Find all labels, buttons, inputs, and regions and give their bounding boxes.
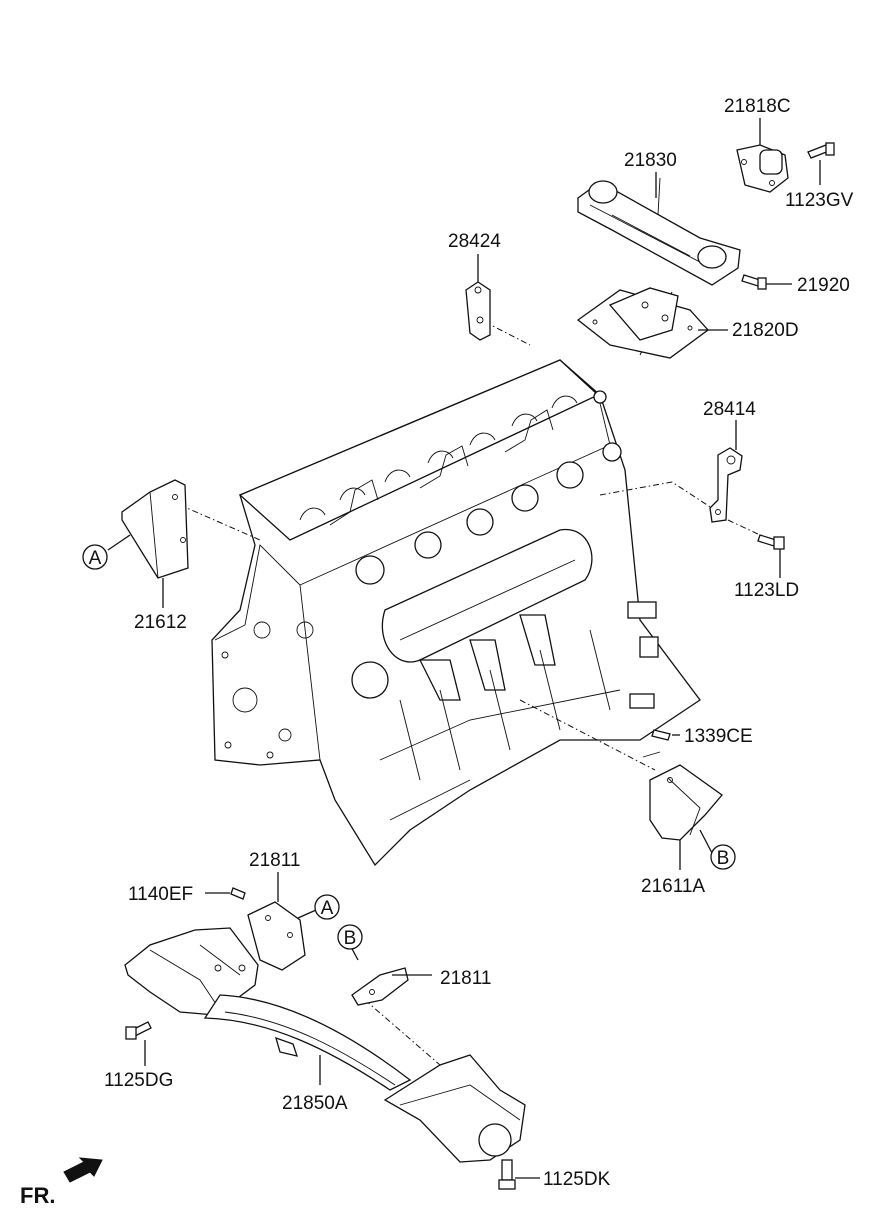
ref-a-upper [82,544,108,570]
insulator-21811-top [247,901,306,971]
ref-b-upper-letter: B [717,848,730,869]
front-label: FR. [20,1183,55,1208]
ref-b-upper [710,844,736,870]
bolt-1125DG [125,1021,152,1040]
pin-small [642,751,661,758]
label-1123GV: 1123GV [785,190,854,211]
bolt-21920 [741,274,767,290]
label-21811-top: 21811 [249,850,300,871]
label-21830: 21830 [624,150,677,171]
label-1125DG: 1125DG [104,1070,173,1091]
hanger-28414 [709,447,743,523]
insulator-21811-right [351,967,409,1006]
hanger-28424 [465,281,491,341]
transmission-mount-21830 [577,177,741,286]
front-direction-arrow-icon [63,1157,103,1183]
bracket-21820D [576,287,709,359]
bolt-1140EF [230,887,246,900]
bracket-21818C [736,144,789,193]
stud-1339CE [651,729,671,741]
ref-a-upper-letter: A [89,548,102,569]
label-21920: 21920 [797,275,850,296]
label-1123LD: 1123LD [734,580,799,601]
reference-markers [82,544,736,950]
label-21818C: 21818C [724,96,791,117]
ref-a-lower-letter: A [321,898,334,919]
bracket-21612 [121,479,189,579]
label-21811-right: 21811 [440,968,491,989]
subframe-21850A [203,994,526,1163]
label-1140EF: 1140EF [128,884,193,905]
bolt-1123GV [807,142,835,159]
bolt-1125DK [498,1159,516,1190]
front-mount-bracket-21811 [124,927,259,1016]
ref-a-lower [314,894,340,920]
bolt-1123LD [757,534,785,550]
label-21611A: 21611A [641,876,705,897]
bracket-21611A [649,764,723,841]
ref-b-lower [337,924,363,950]
label-21612: 21612 [134,612,187,633]
label-1339CE: 1339CE [684,726,753,747]
label-28414: 28414 [703,399,756,420]
label-1125DK: 1125DK [543,1169,611,1190]
ref-b-lower-letter: B [344,928,357,949]
label-21850A: 21850A [282,1093,348,1114]
engine-block [211,359,701,867]
label-28424: 28424 [448,231,501,252]
label-21820D: 21820D [732,320,799,341]
leader-lines [107,118,821,1179]
